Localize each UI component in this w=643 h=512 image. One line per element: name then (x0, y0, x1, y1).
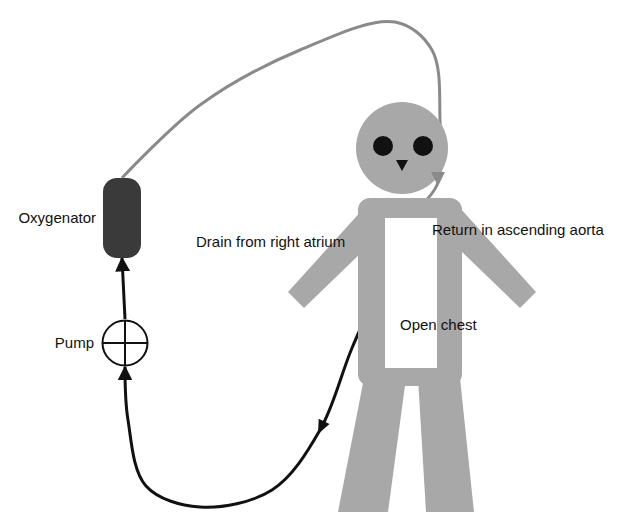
node-label: Oxygenator (18, 209, 96, 227)
pump-cross (124, 321, 126, 366)
oxygenator: Oxygenator (103, 178, 141, 258)
right-leg (418, 378, 474, 512)
beak (396, 160, 408, 171)
eye (373, 136, 393, 156)
pump: Pump (101, 319, 149, 367)
body-figure (288, 102, 536, 512)
left-leg (338, 378, 406, 512)
flow-arrowhead (431, 172, 445, 186)
open-chest: Open chest (385, 218, 437, 368)
flow-label: Return in ascending aorta (432, 221, 604, 239)
pump-circle (103, 321, 148, 366)
flow-arrowhead (318, 419, 330, 434)
node-label: Pump (55, 334, 94, 352)
node-label: Open chest (400, 316, 477, 334)
pump-symbol (101, 319, 149, 367)
eye (413, 136, 433, 156)
tubing-connector (122, 258, 125, 319)
flow-label: Drain from right atrium (196, 233, 345, 251)
head (356, 102, 448, 194)
left-arm (288, 208, 364, 308)
